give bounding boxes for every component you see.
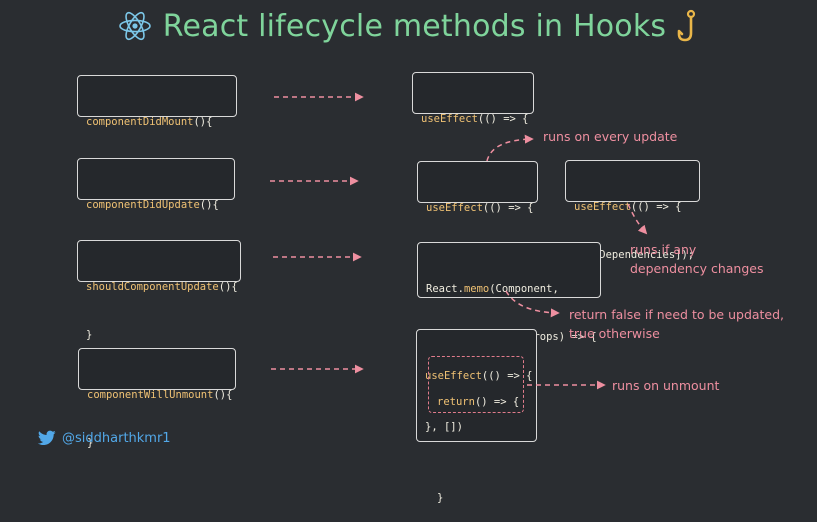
- method-name: useEffect: [425, 370, 482, 382]
- code-line: useEffect(() => {: [574, 201, 682, 213]
- code-line: }, []): [425, 421, 463, 433]
- note-return-false: return false if need to be updated, true…: [569, 305, 784, 343]
- hook-code-react-memo: React.memo(Component, (prevProps, nextPr…: [417, 242, 601, 391]
- arrow-every-update: [486, 134, 534, 162]
- note-line: true otherwise: [569, 326, 660, 341]
- code-line: }: [86, 329, 93, 341]
- title-bar: React lifecycle methods in Hooks: [0, 4, 817, 48]
- note-dependency-changes: runs if any dependency changes: [630, 240, 763, 278]
- note-every-update: runs on every update: [543, 129, 678, 144]
- page-title: React lifecycle methods in Hooks: [162, 8, 667, 44]
- hook-code-dependency-effect: useEffect(() => { }, [Dependencies]);: [565, 160, 700, 261]
- method-name: useEffect: [574, 201, 631, 213]
- note-line: return false if need to be updated,: [569, 307, 785, 322]
- code-line: componentDidUpdate(){: [86, 199, 219, 211]
- code-line: }: [87, 437, 94, 449]
- class-code-component-did-update: componentDidUpdate(){ }: [77, 158, 235, 259]
- class-code-should-component-update: shouldComponentUpdate(){ }: [77, 240, 241, 341]
- hook-icon: [677, 9, 696, 42]
- method-name: componentDidMount: [86, 116, 194, 128]
- note-line: runs if any: [630, 242, 697, 257]
- code-line: }: [437, 492, 444, 504]
- method-name: useEffect: [421, 113, 478, 125]
- author-handle-text: @siddharthkmr1: [62, 430, 171, 446]
- cleanup-function-box: return() => { }: [428, 356, 524, 504]
- note-runs-on-unmount: runs on unmount: [612, 378, 720, 393]
- code-line: componentDidMount(){: [86, 116, 213, 128]
- react-logo-icon: [118, 11, 151, 41]
- method-name: useEffect: [426, 202, 483, 214]
- method-name: return: [437, 396, 475, 408]
- arrow-return-false: [505, 290, 560, 318]
- method-name: componentDidUpdate: [86, 199, 200, 211]
- arrows-layer: [270, 92, 648, 390]
- method-name: shouldComponentUpdate: [86, 281, 219, 293]
- note-line: dependency changes: [630, 261, 764, 276]
- twitter-bird-icon: [38, 430, 56, 446]
- arrow-dependency: [627, 203, 648, 235]
- class-code-component-will-unmount: componentWillUnmount(){ }: [78, 348, 236, 449]
- method-name: memo: [463, 283, 490, 295]
- class-code-component-did-mount: componentDidMount(){ }: [77, 75, 237, 176]
- method-name: componentWillUnmount: [87, 389, 214, 401]
- author-handle[interactable]: @siddharthkmr1: [38, 430, 171, 446]
